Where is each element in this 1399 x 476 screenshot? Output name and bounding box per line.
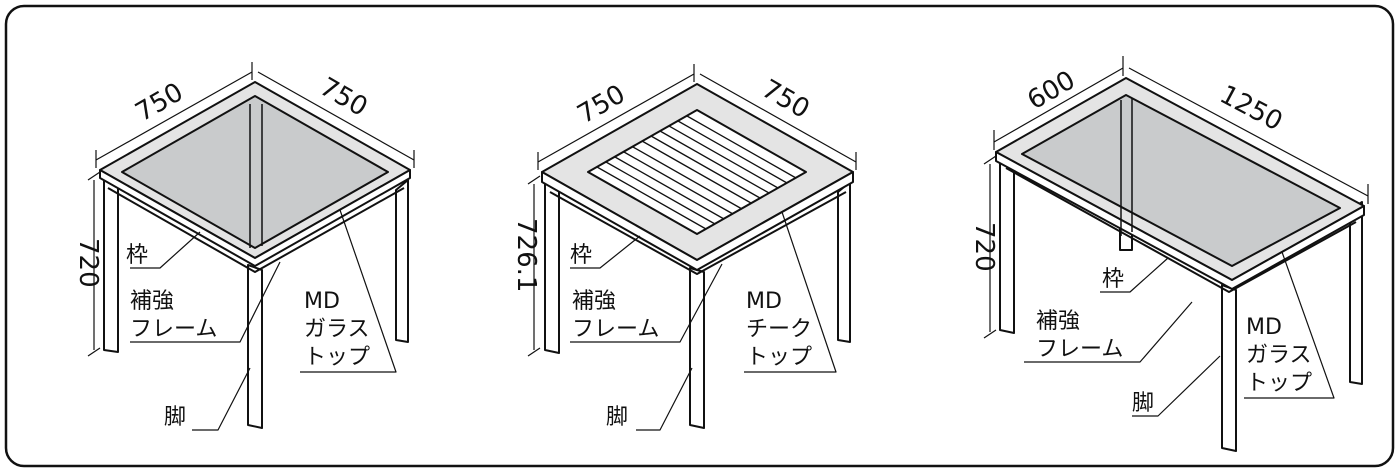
table-2-depth: 750	[757, 74, 815, 125]
table-2	[527, 64, 857, 431]
table-1	[87, 62, 415, 431]
table-1-dim-height-line	[87, 171, 101, 357]
table-2-dim-width-line	[537, 64, 695, 170]
table-1-glass	[121, 95, 389, 249]
table-3-dim-height-line	[983, 155, 997, 339]
table-3-label-frame: 枠	[1102, 267, 1124, 292]
table-2-front-leg	[689, 267, 705, 429]
table-3-leader-top	[1244, 251, 1335, 399]
table-3-label-top-3: トップ	[1246, 371, 1312, 396]
table-2-dim-depth-line	[699, 73, 857, 170]
table-3-glass-leg	[1120, 98, 1133, 236]
table-3-label-reinforce-1: 補強	[1036, 309, 1080, 334]
table-3-depth: 1250	[1215, 80, 1288, 138]
table-3-front-leg	[1221, 284, 1237, 452]
table-2-label-top-3: トップ	[746, 345, 812, 370]
table-1-right-leg	[395, 179, 409, 343]
table-3-dim-width-line	[993, 56, 1124, 150]
table-3-height: 720	[969, 222, 999, 272]
table-2-leader-leg	[636, 367, 693, 431]
table-1-label-top-1: MD	[304, 289, 340, 314]
table-3-label-top-2: ガラス	[1246, 343, 1312, 368]
table-1-leader-frame	[130, 231, 201, 269]
table-3-right-leg	[1349, 201, 1363, 385]
table-1-label-reinforce-1: 補強	[130, 289, 174, 314]
table-1-label-frame: 枠	[126, 243, 148, 268]
table-2-height: 726.1	[511, 218, 541, 292]
table-3-top-edge	[995, 151, 1365, 290]
table-1-top-edge	[99, 169, 411, 267]
table-3-label-top-1: MD	[1246, 315, 1282, 340]
table-1-left-leg	[103, 177, 119, 353]
table-1-depth: 750	[315, 72, 373, 123]
table-2-slats	[596, 115, 797, 230]
table-2-reinforce-frame	[549, 191, 847, 275]
table-1-leader-leg	[192, 367, 251, 431]
table-1-height: 720	[73, 238, 103, 288]
table-1-glass-leg	[249, 104, 263, 248]
table-1-label-top-2: ガラス	[304, 317, 370, 342]
table-1-dim-width-line	[95, 62, 253, 168]
table-1-reinforce-frame	[107, 187, 405, 273]
table-2-top-edge	[541, 171, 854, 271]
table-1-front-leg	[247, 264, 263, 429]
table-3-label-reinforce-2: フレーム	[1036, 337, 1123, 362]
table-2-width: 750	[573, 79, 631, 130]
table-1-label-top-3: トップ	[304, 345, 370, 370]
table-3-label-leg: 脚	[1132, 391, 1154, 416]
table-3-leader-frame	[1100, 257, 1169, 293]
table-1-label-reinforce-2: フレーム	[130, 317, 217, 342]
table-2-label-leg: 脚	[606, 405, 628, 430]
table-2-label-top-2: チーク	[746, 317, 812, 342]
table-3-leader-leg	[1132, 355, 1221, 417]
table-2-label-reinforce-1: 補強	[572, 289, 616, 314]
table-3-left-leg	[999, 159, 1015, 334]
table-3	[983, 56, 1369, 452]
table-2-left-leg	[544, 181, 560, 354]
table-2-right-leg	[837, 181, 851, 343]
table-2-leader-frame	[570, 235, 641, 269]
table-3-dim-depth-line	[1128, 67, 1369, 204]
table-2-label-frame: 枠	[570, 243, 592, 268]
table-2-label-top-1: MD	[746, 289, 782, 314]
table-1-dim-depth-line	[257, 71, 415, 168]
table-1-leader-reinforce	[130, 261, 281, 343]
table-3-leader-reinforce	[1024, 301, 1193, 363]
table-2-leader-top	[744, 211, 837, 373]
table-2-leader-reinforce	[570, 263, 723, 343]
table-1-label-leg: 脚	[164, 405, 186, 430]
outer-border	[4, 4, 1395, 468]
table-2-label-reinforce-2: フレーム	[572, 317, 659, 342]
table-2-dim-height-line	[527, 175, 541, 357]
table-1-leader-top	[300, 209, 397, 373]
table-3-reinforce-frame	[1005, 167, 1357, 293]
table-3-glass	[1021, 94, 1341, 267]
table-1-width: 750	[131, 77, 189, 128]
